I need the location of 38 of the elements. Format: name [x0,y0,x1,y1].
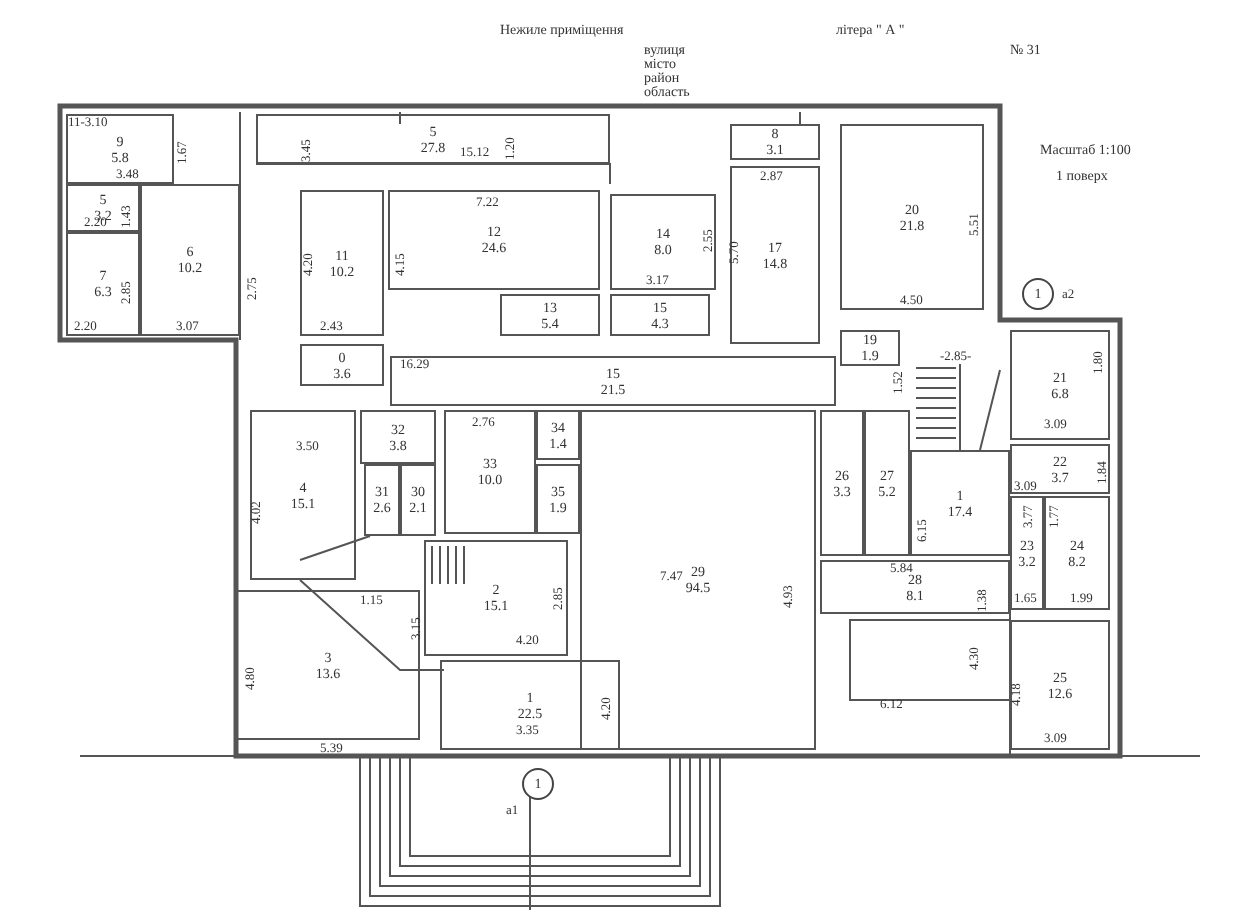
room-outline [388,190,600,290]
room-outline [66,184,140,232]
room-outline [250,410,356,580]
room-outline [66,232,140,336]
room-outline [66,114,174,184]
room-outline [440,660,620,750]
room-outline [820,410,864,556]
room-outline [500,294,600,336]
room-outline [400,464,436,536]
room-outline [1010,444,1110,494]
room-outline [364,464,400,536]
room-outline [236,590,420,740]
room-outline [360,410,436,464]
room-outline [910,450,1010,556]
room-outline [1010,496,1044,610]
room-outline [256,114,610,164]
room-outline [536,464,580,534]
room-outline [140,184,240,336]
room-outline [1044,496,1110,610]
callout-circle [1022,278,1054,310]
room-outline [300,190,384,336]
room-outline [444,410,536,534]
room-outline [840,330,900,366]
room-outline [864,410,910,556]
room-outline [390,356,836,406]
callout-circle [522,768,554,800]
room-outline [820,560,1010,614]
room-outline [424,540,568,656]
room-outline [580,410,816,750]
room-outline [730,124,820,160]
room-outline [1010,330,1110,440]
room-outline [1010,620,1110,750]
room-outline [300,344,384,386]
room-outline [610,294,710,336]
room-outline [610,194,716,290]
room-outline [536,410,580,460]
room-outline [840,124,984,310]
room-outline [730,166,820,344]
